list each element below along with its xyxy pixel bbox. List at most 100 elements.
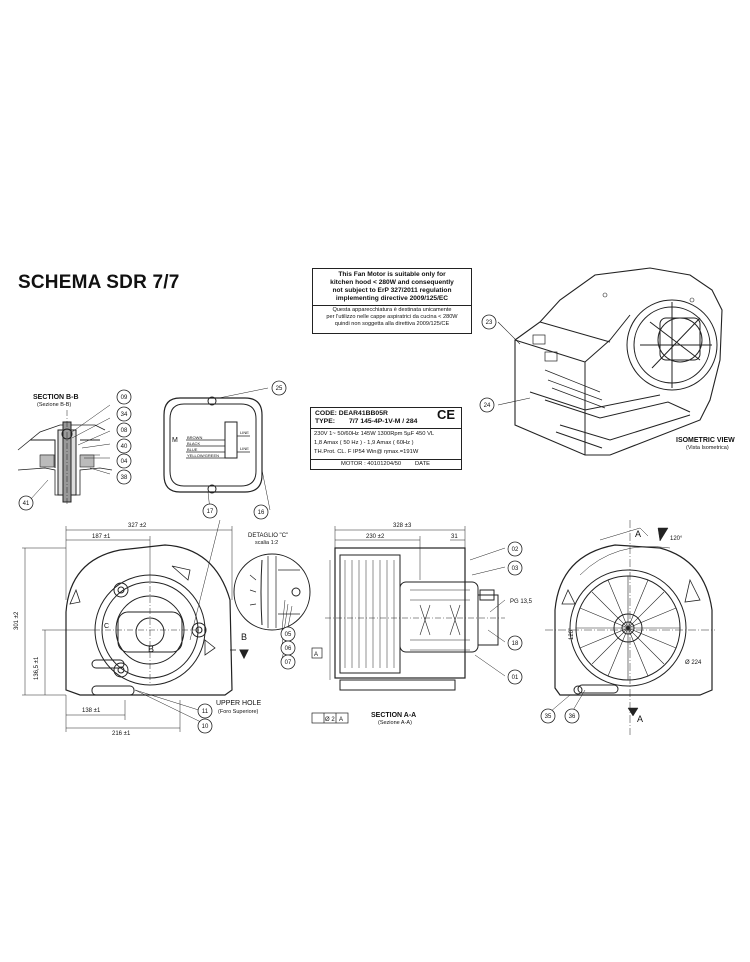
isometric-view xyxy=(497,267,723,456)
callout-number: 11 xyxy=(202,709,209,715)
notice-en-line: implementing directive 2009/125/EC xyxy=(335,295,449,302)
terminal-box-view xyxy=(163,387,271,511)
callout-number: 36 xyxy=(569,714,576,720)
notice-it-line: per l'utilizzo nelle cappe aspiratrici d… xyxy=(326,314,458,320)
callout-circle xyxy=(116,389,132,405)
ce-mark: CE xyxy=(436,407,455,422)
datum-a: A xyxy=(314,652,318,658)
notice-en-line: kitchen hood < 280W and consequently xyxy=(330,279,454,286)
callout-number: 07 xyxy=(285,660,292,666)
section-mark-b-right: B xyxy=(241,632,247,642)
callout-number: 18 xyxy=(512,641,519,647)
drawing-title: SCHEMA SDR 7/7 xyxy=(18,272,180,293)
plate-type-value: 7/7 145-4P-1V-M / 284 xyxy=(349,418,418,425)
callout-circle xyxy=(116,438,132,454)
dim-230: 230 ±2 xyxy=(366,534,385,540)
plate-code: CODE: DEAR41BB05R xyxy=(315,410,388,417)
tolerance-value: Ø 2 xyxy=(325,717,335,723)
erp-notice-box: This Fan Motor is suitable only for kitc… xyxy=(312,268,472,334)
callout-circle xyxy=(481,314,497,330)
callout-number: 41 xyxy=(23,501,30,507)
callout-number: 01 xyxy=(512,675,519,681)
isometric-label: ISOMETRIC VIEW xyxy=(676,437,735,444)
callout-bubbles: 0934084004384125161705060711100203180123… xyxy=(18,314,580,734)
dim-120-top: 120° xyxy=(670,536,683,542)
line-label-1: LINE xyxy=(240,430,249,435)
callout-number: 04 xyxy=(121,459,128,465)
callout-number: 35 xyxy=(545,714,552,720)
callout-circle xyxy=(253,504,269,520)
callout-number: 09 xyxy=(121,395,128,401)
plate-line-1: 230V 1~ 50/60Hz 145W 1300Rpm 5µF 450 VL xyxy=(314,431,435,437)
wire-yellow-green: YELLOW/GREEN xyxy=(187,453,219,458)
detail-mark-c: C xyxy=(104,623,109,630)
plate-date: DATE xyxy=(415,461,431,467)
notice-en-line: not subject to ErP 327/2011 regulation xyxy=(332,287,452,294)
callout-circle xyxy=(116,422,132,438)
section-aa-sub: (Sezione A-A) xyxy=(378,720,412,726)
datum-a-frame: A xyxy=(339,717,343,723)
section-mark-b-left: B xyxy=(148,644,154,654)
isometric-sub: (Vista Isometrica) xyxy=(686,445,729,451)
section-mark-a-bottom: A xyxy=(637,714,643,724)
callout-number: 03 xyxy=(512,566,519,572)
section-aa-view xyxy=(311,526,506,724)
dim-216: 216 ±1 xyxy=(112,731,131,737)
notice-it-line: Questa apparecchiatura è destinata unica… xyxy=(332,307,452,313)
section-mark-a-top: A xyxy=(635,529,641,539)
detail-c-scale: scalia 1:2 xyxy=(255,540,279,546)
callout-number: 10 xyxy=(202,724,209,730)
line-label-2: LINE xyxy=(240,446,249,451)
notice-english: This Fan Motor is suitable only for kitc… xyxy=(313,269,471,306)
dim-301: 301 ±2 xyxy=(14,611,20,630)
callout-number: 17 xyxy=(207,509,214,515)
callout-number: 16 xyxy=(258,510,265,516)
callout-number: 24 xyxy=(484,403,491,409)
notice-en-line: This Fan Motor is suitable only for xyxy=(338,271,446,278)
callout-number: 08 xyxy=(121,428,128,434)
detail-c-label: DETAGLIO "C" xyxy=(248,533,289,539)
plate-type-label: TYPE: xyxy=(315,418,336,425)
dim-136: 136,5 ±1 xyxy=(34,656,40,680)
dim-31: 31 xyxy=(451,534,458,540)
dim-138: 138 ±1 xyxy=(82,708,101,714)
callout-circle xyxy=(116,453,132,469)
dim-187: 187 ±1 xyxy=(92,534,111,540)
front-view xyxy=(22,519,249,732)
callout-number: 25 xyxy=(276,386,283,392)
motor-mark: M xyxy=(172,437,178,444)
callout-circle xyxy=(540,708,556,724)
rating-plate: CODE: DEAR41BB05R TYPE: 7/7 145-4P-1V-M … xyxy=(310,407,462,470)
callout-number: 23 xyxy=(486,320,493,326)
section-aa-label: SECTION A-A xyxy=(371,712,417,719)
upper-hole-label: UPPER HOLE xyxy=(216,700,262,707)
callout-circle xyxy=(197,718,213,734)
callout-circle xyxy=(197,703,213,719)
section-bb-sub: (Sezione B-B) xyxy=(37,402,72,408)
callout-number: 05 xyxy=(285,632,292,638)
callout-circle xyxy=(479,397,495,413)
callout-circle xyxy=(202,503,218,519)
section-bb-label: SECTION B-B xyxy=(33,394,79,401)
callout-circle xyxy=(280,654,296,670)
dim-120-left: 120° xyxy=(569,627,575,640)
callout-circle xyxy=(507,635,523,651)
wire-brown: BROWN xyxy=(187,435,202,440)
callout-number: 06 xyxy=(285,646,292,652)
callout-circle xyxy=(507,560,523,576)
callout-circle xyxy=(507,541,523,557)
wire-blue: BLUE xyxy=(187,447,198,452)
section-bb-view xyxy=(17,404,113,505)
callout-number: 34 xyxy=(121,412,128,418)
plate-line-3: TH.Prot. CL. F IP54 Win@ ηmax.=191W xyxy=(314,449,419,455)
notice-italian: Questa apparecchiatura è destinata unica… xyxy=(313,306,471,329)
plate-motor: MOTOR : 40101204/50 xyxy=(341,461,402,467)
notice-it-line: quindi non soggetta alla direttiva 2009/… xyxy=(334,321,450,327)
callout-number: 40 xyxy=(121,444,128,450)
dim-328: 328 ±3 xyxy=(393,523,412,529)
callout-circle xyxy=(271,380,287,396)
detail-c-view xyxy=(233,553,311,661)
wire-black: BLACK xyxy=(187,441,200,446)
callout-circle xyxy=(116,406,132,422)
callout-circle xyxy=(116,469,132,485)
